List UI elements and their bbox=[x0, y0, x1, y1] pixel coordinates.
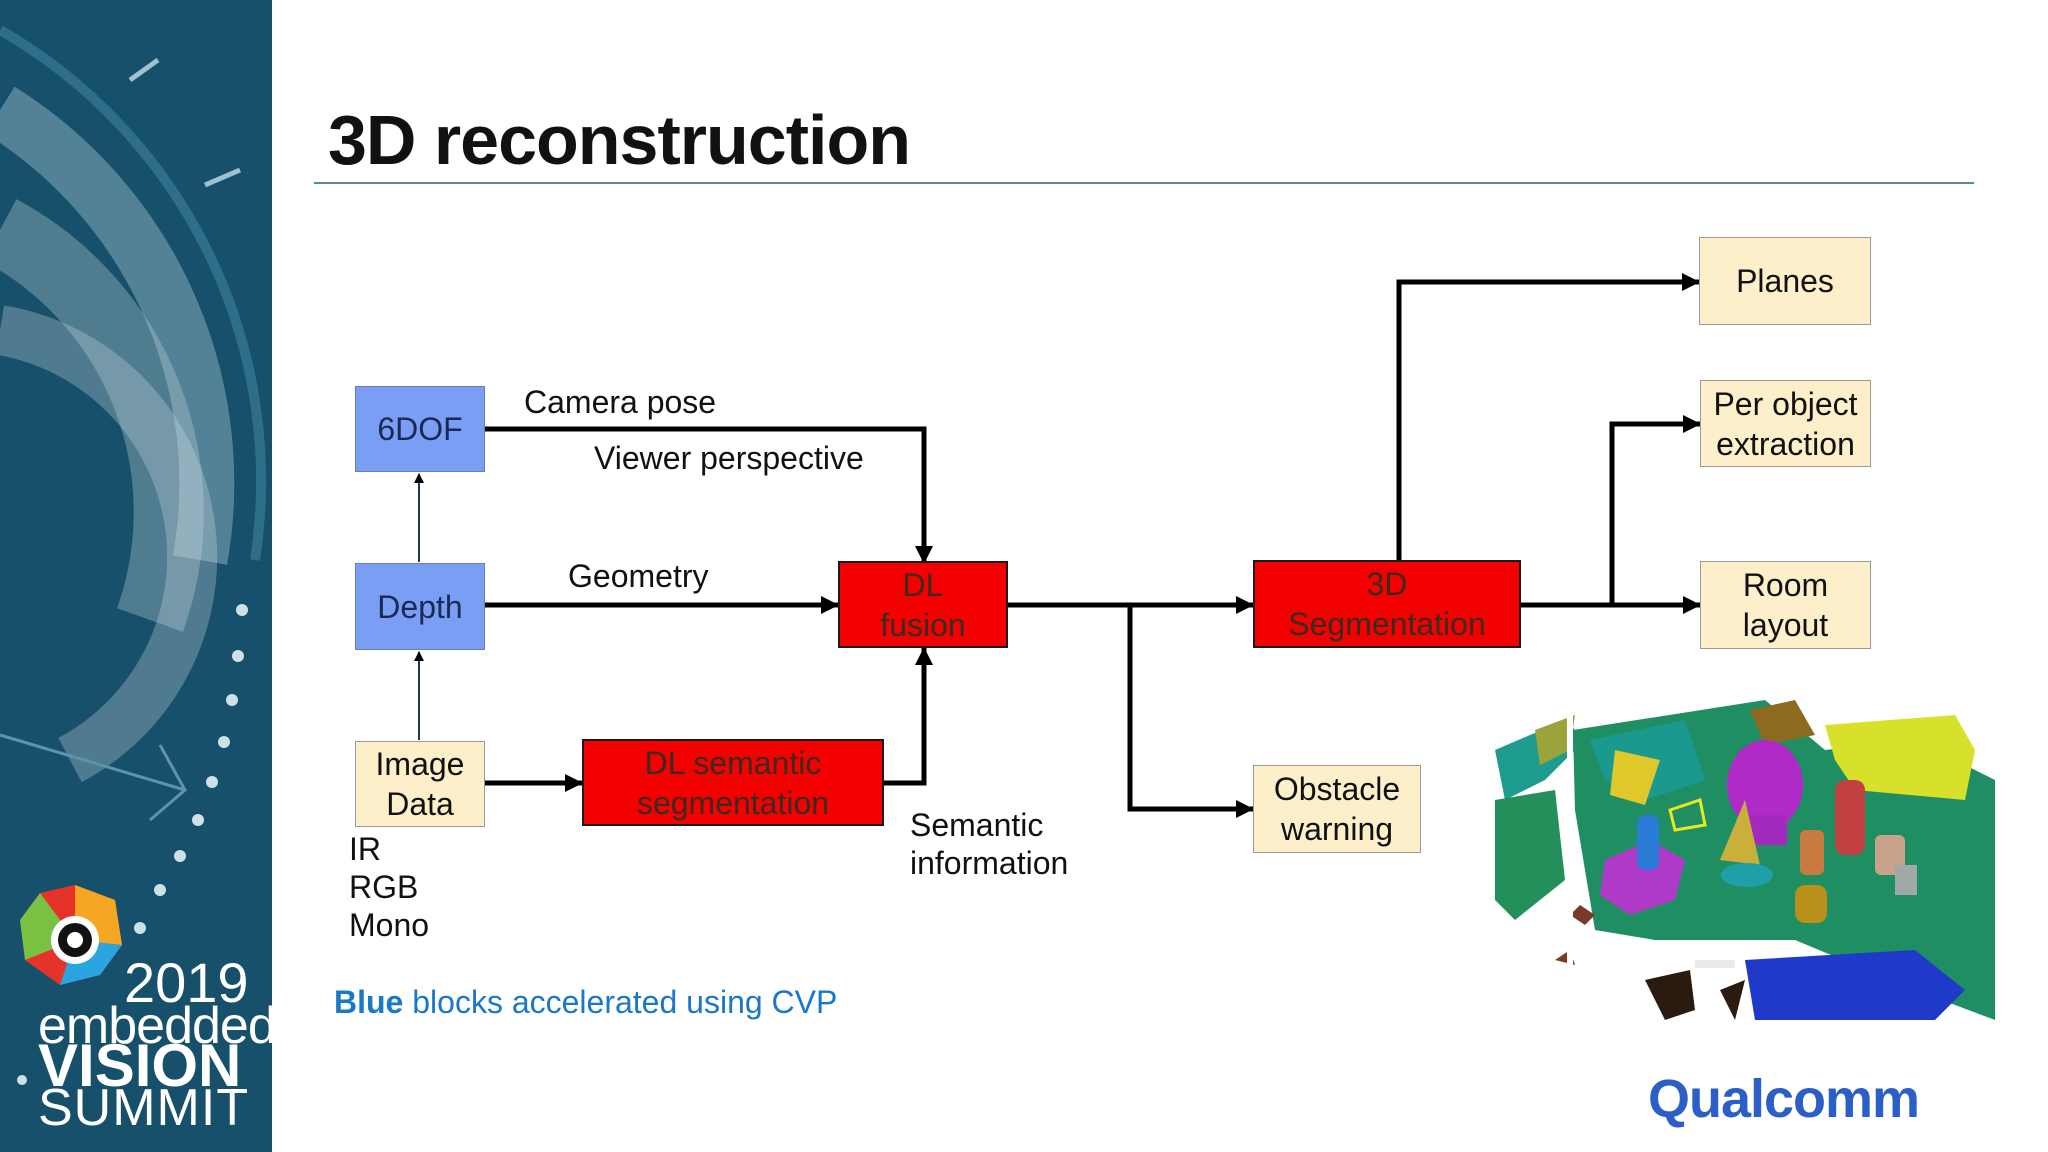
block-depth: Depth bbox=[355, 563, 485, 650]
label-image-types: IR RGB Mono bbox=[349, 831, 430, 943]
block-dl-fusion: DL fusion bbox=[838, 561, 1008, 648]
label-semantic-information: Semantic information bbox=[910, 807, 1069, 881]
arrow-planes bbox=[1396, 273, 1700, 560]
block-per-object-extraction: Per object extraction bbox=[1700, 380, 1871, 467]
note-text: blocks accelerated using CVP bbox=[403, 984, 838, 1020]
block-obstacle-warning: Obstacle warning bbox=[1253, 765, 1421, 853]
summit-logo-icon bbox=[20, 885, 122, 985]
slide-title: 3D reconstruction bbox=[328, 101, 911, 179]
logo-vision: VISION bbox=[38, 1032, 242, 1099]
logo-embedded: embedded bbox=[38, 997, 272, 1055]
arrow-semantic-info bbox=[884, 647, 933, 786]
logo-year: 2019 bbox=[124, 951, 249, 1014]
title-divider bbox=[314, 182, 1974, 184]
block-dl-semantic-segmentation: DL semantic segmentation bbox=[582, 739, 884, 826]
sidebar-graphic bbox=[0, 25, 267, 1085]
block-planes: Planes bbox=[1699, 237, 1871, 325]
acceleration-note: Blue blocks accelerated using CVP bbox=[334, 984, 837, 1021]
label-viewer-perspective: Viewer perspective bbox=[594, 440, 864, 476]
block-room-layout: Room layout bbox=[1700, 561, 1871, 649]
label-geometry: Geometry bbox=[568, 558, 709, 594]
block-3d-segmentation: 3D Segmentation bbox=[1253, 560, 1521, 648]
block-image-data: Image Data bbox=[355, 741, 485, 827]
event-sidebar: 2019 embedded VISION SUMMIT bbox=[0, 0, 272, 1152]
block-6dof: 6DOF bbox=[355, 386, 485, 472]
arrow-obstacle bbox=[1127, 605, 1254, 818]
arrow-camera-pose bbox=[485, 426, 933, 564]
label-camera-pose: Camera pose bbox=[524, 384, 717, 420]
logo-summit: SUMMIT bbox=[38, 1079, 250, 1137]
note-highlight: Blue bbox=[334, 984, 404, 1020]
segmented-scene-image bbox=[1495, 700, 1995, 1030]
qualcomm-logo: Qualcomm bbox=[1648, 1069, 1920, 1129]
arrow-per-object bbox=[1609, 415, 1701, 605]
